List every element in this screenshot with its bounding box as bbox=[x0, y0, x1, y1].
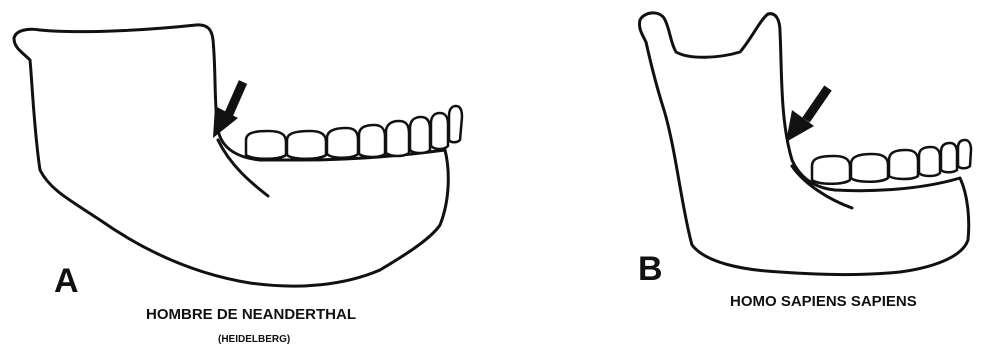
tooth bbox=[449, 106, 462, 142]
arrow-icon bbox=[786, 88, 828, 142]
neanderthal-mandible bbox=[14, 25, 462, 286]
tooth bbox=[851, 154, 888, 182]
sapiens-jaw-outline bbox=[639, 13, 968, 275]
panel-a: A HOMBRE DE NEANDERTHAL (HEIDELBERG) bbox=[14, 25, 462, 345]
panel-letter-a: A bbox=[54, 262, 79, 300]
sapiens-mandible bbox=[639, 13, 971, 275]
caption-sapiens: HOMO SAPIENS SAPIENS bbox=[730, 293, 917, 310]
tooth bbox=[958, 140, 971, 168]
tooth bbox=[327, 128, 358, 158]
tooth bbox=[431, 113, 448, 149]
neanderthal-teeth bbox=[246, 106, 462, 159]
tooth bbox=[410, 117, 430, 153]
tooth bbox=[812, 156, 850, 184]
tooth bbox=[386, 121, 409, 156]
caption-neanderthal: HOMBRE DE NEANDERTHAL bbox=[146, 306, 356, 323]
tooth bbox=[941, 143, 957, 172]
tooth bbox=[359, 125, 385, 157]
arrow-icon bbox=[213, 82, 243, 138]
tooth bbox=[287, 131, 326, 159]
subcaption-heidelberg: (HEIDELBERG) bbox=[218, 334, 290, 345]
tooth bbox=[889, 150, 918, 179]
tooth bbox=[919, 147, 940, 176]
panel-b: B HOMO SAPIENS SAPIENS bbox=[638, 13, 971, 310]
panel-letter-b: B bbox=[638, 250, 663, 288]
tooth bbox=[246, 131, 286, 159]
sapiens-teeth bbox=[812, 140, 971, 184]
